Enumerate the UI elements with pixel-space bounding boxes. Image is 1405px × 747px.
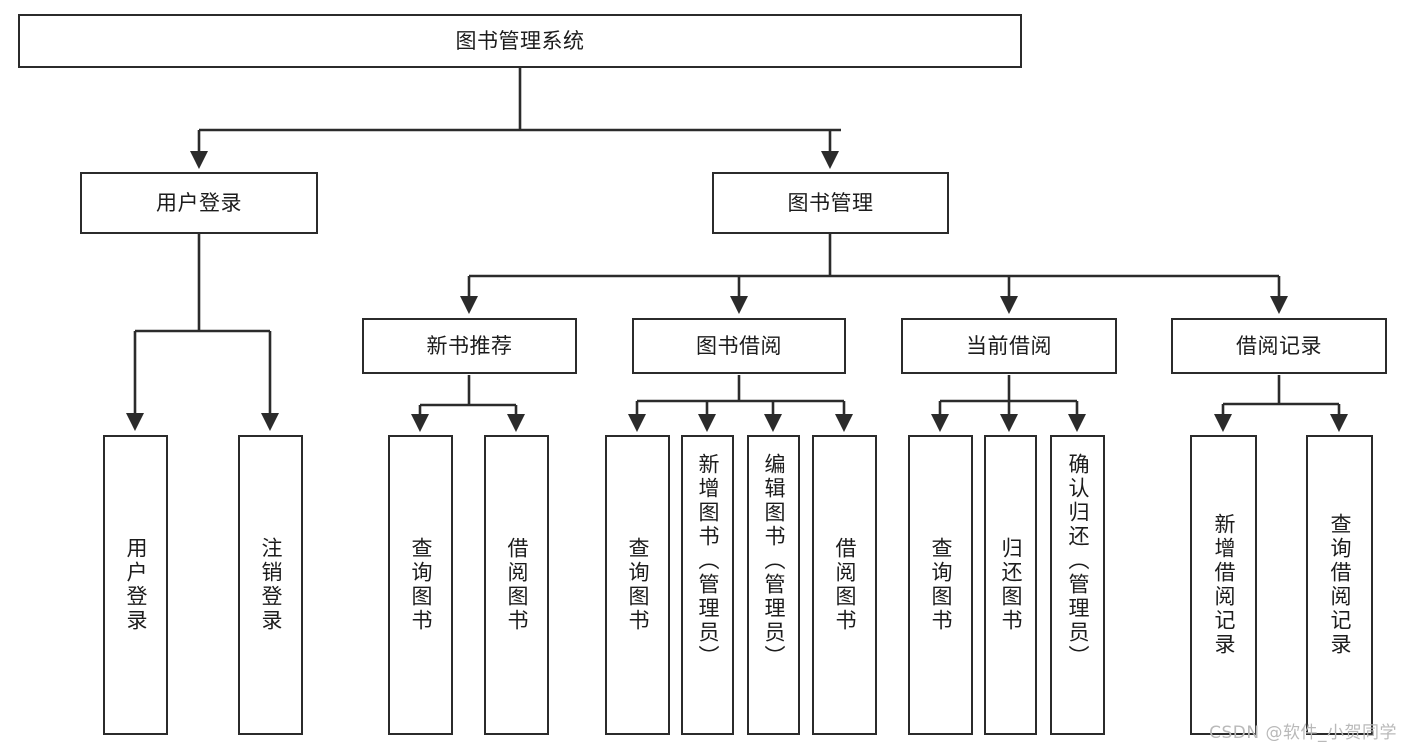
leaf-book-borrow-add-book-admin[interactable]: 新增图书（管理员） [681,435,734,735]
node-label-book-management: 图书管理 [787,190,874,215]
node-borrow-record[interactable]: 借阅记录 [1171,318,1387,374]
leaf-borrow-record-query-record[interactable]: 查询借阅记录 [1306,435,1373,735]
leaf-label-new-book-borrow-books: 借阅图书 [505,537,529,633]
leaf-book-borrow-query-books[interactable]: 查询图书 [605,435,670,735]
node-root-book-management-system[interactable]: 图书管理系统 [18,14,1022,68]
node-label-root: 图书管理系统 [455,28,585,53]
leaf-label-current-borrow-confirm-return-admin: 确认归还（管理员） [1066,453,1090,669]
leaf-user-login-logout[interactable]: 注销登录 [238,435,303,735]
leaf-label-borrow-record-query-record: 查询借阅记录 [1328,513,1352,657]
leaf-label-new-book-query-books: 查询图书 [409,537,433,633]
node-label-new-book-recommend: 新书推荐 [426,333,513,358]
leaf-label-current-borrow-return-books: 归还图书 [999,537,1023,633]
leaf-label-user-login-login: 用户登录 [124,537,148,633]
leaf-label-book-borrow-add-book-admin: 新增图书（管理员） [696,453,720,669]
leaf-label-borrow-record-add-record: 新增借阅记录 [1212,513,1236,657]
leaf-new-book-borrow-books[interactable]: 借阅图书 [484,435,549,735]
leaf-label-current-borrow-query-books: 查询图书 [929,537,953,633]
node-new-book-recommend[interactable]: 新书推荐 [362,318,577,374]
node-label-user-login: 用户登录 [156,190,242,215]
leaf-book-borrow-edit-book-admin[interactable]: 编辑图书（管理员） [747,435,800,735]
leaf-label-book-borrow-borrow-books: 借阅图书 [833,537,857,633]
node-current-borrow[interactable]: 当前借阅 [901,318,1117,374]
node-book-borrow[interactable]: 图书借阅 [632,318,846,374]
leaf-user-login-login[interactable]: 用户登录 [103,435,168,735]
csdn-watermark: CSDN @软件_小贺同学 [1209,723,1397,743]
leaf-current-borrow-confirm-return-admin[interactable]: 确认归还（管理员） [1050,435,1105,735]
node-label-borrow-record: 借阅记录 [1236,333,1322,358]
node-book-management[interactable]: 图书管理 [712,172,949,234]
leaf-current-borrow-query-books[interactable]: 查询图书 [908,435,973,735]
node-label-book-borrow: 图书借阅 [696,333,782,358]
leaf-borrow-record-add-record[interactable]: 新增借阅记录 [1190,435,1257,735]
leaf-new-book-query-books[interactable]: 查询图书 [388,435,453,735]
leaf-current-borrow-return-books[interactable]: 归还图书 [984,435,1037,735]
leaf-label-book-borrow-query-books: 查询图书 [626,537,650,633]
leaf-label-user-login-logout: 注销登录 [259,537,283,633]
leaf-book-borrow-borrow-books[interactable]: 借阅图书 [812,435,877,735]
leaf-label-book-borrow-edit-book-admin: 编辑图书（管理员） [762,453,786,669]
node-user-login[interactable]: 用户登录 [80,172,318,234]
node-label-current-borrow: 当前借阅 [966,333,1052,358]
